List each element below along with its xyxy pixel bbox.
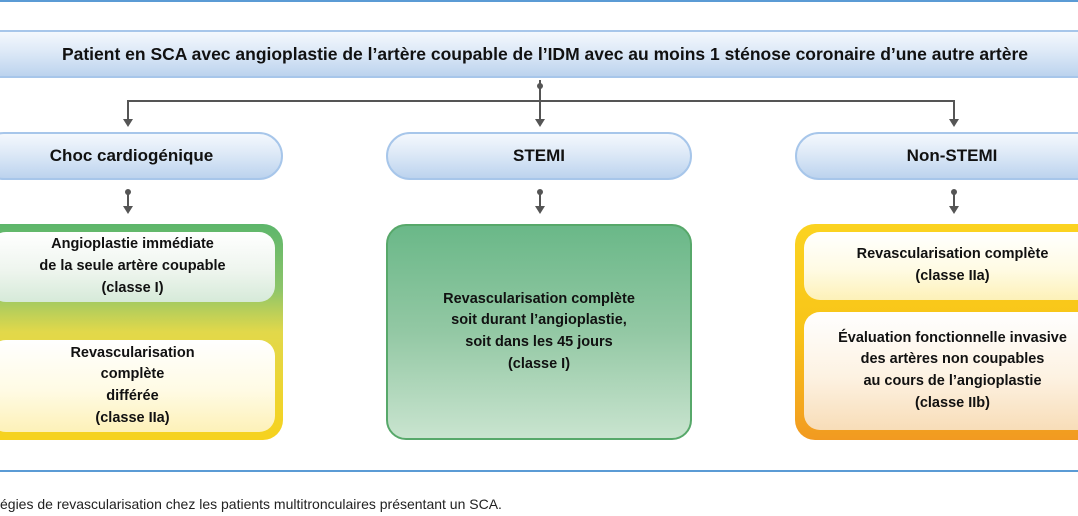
arrow-choc: [123, 119, 133, 127]
bottom-rule: [0, 470, 1078, 472]
stemi-dot: [537, 189, 543, 195]
stemi-recommendation-1: Revascularisation complète soit durant l…: [443, 290, 635, 372]
choc-recommendations-box: Angioplastie immédiate de la seule artèr…: [0, 224, 283, 440]
arrow-stemi: [535, 119, 545, 127]
nonstemi-recommendation-1: Revascularisation complète (classe IIa): [804, 232, 1078, 300]
category-stemi: STEMI: [386, 132, 692, 180]
arrow-nonstemi-box: [949, 206, 959, 214]
category-non-stemi: Non-STEMI: [795, 132, 1078, 180]
nonstemi-dot: [951, 189, 957, 195]
choc-recommendation-1: Angioplastie immédiate de la seule artèr…: [0, 232, 275, 302]
arrow-nonstemi: [949, 119, 959, 127]
top-banner-text: Patient en SCA avec angioplastie de l’ar…: [61, 43, 1029, 64]
nonstemi-recommendations-box: Revascularisation complète (classe IIa) …: [795, 224, 1078, 440]
top-rule: [0, 0, 1078, 2]
choc-dot: [125, 189, 131, 195]
top-banner: Patient en SCA avec angioplastie de l’ar…: [0, 30, 1078, 78]
stemi-recommendation-box: Revascularisation complète soit durant l…: [386, 224, 692, 440]
choc-recommendation-2: Revascularisation complète différée (cla…: [0, 340, 275, 432]
junction-dot: [537, 83, 543, 89]
category-stemi-label: STEMI: [513, 146, 565, 165]
category-nonstemi-label: Non-STEMI: [906, 146, 998, 165]
arrow-choc-box: [123, 206, 133, 214]
category-choc-cardiogenique: Choc cardiogénique: [0, 132, 283, 180]
figure-caption: égies de revascularisation chez les pati…: [0, 496, 502, 512]
nonstemi-recommendation-2: Évaluation fonctionnelle invasive des ar…: [804, 312, 1078, 430]
arrow-stemi-box: [535, 206, 545, 214]
category-choc-label: Choc cardiogénique: [49, 146, 214, 165]
